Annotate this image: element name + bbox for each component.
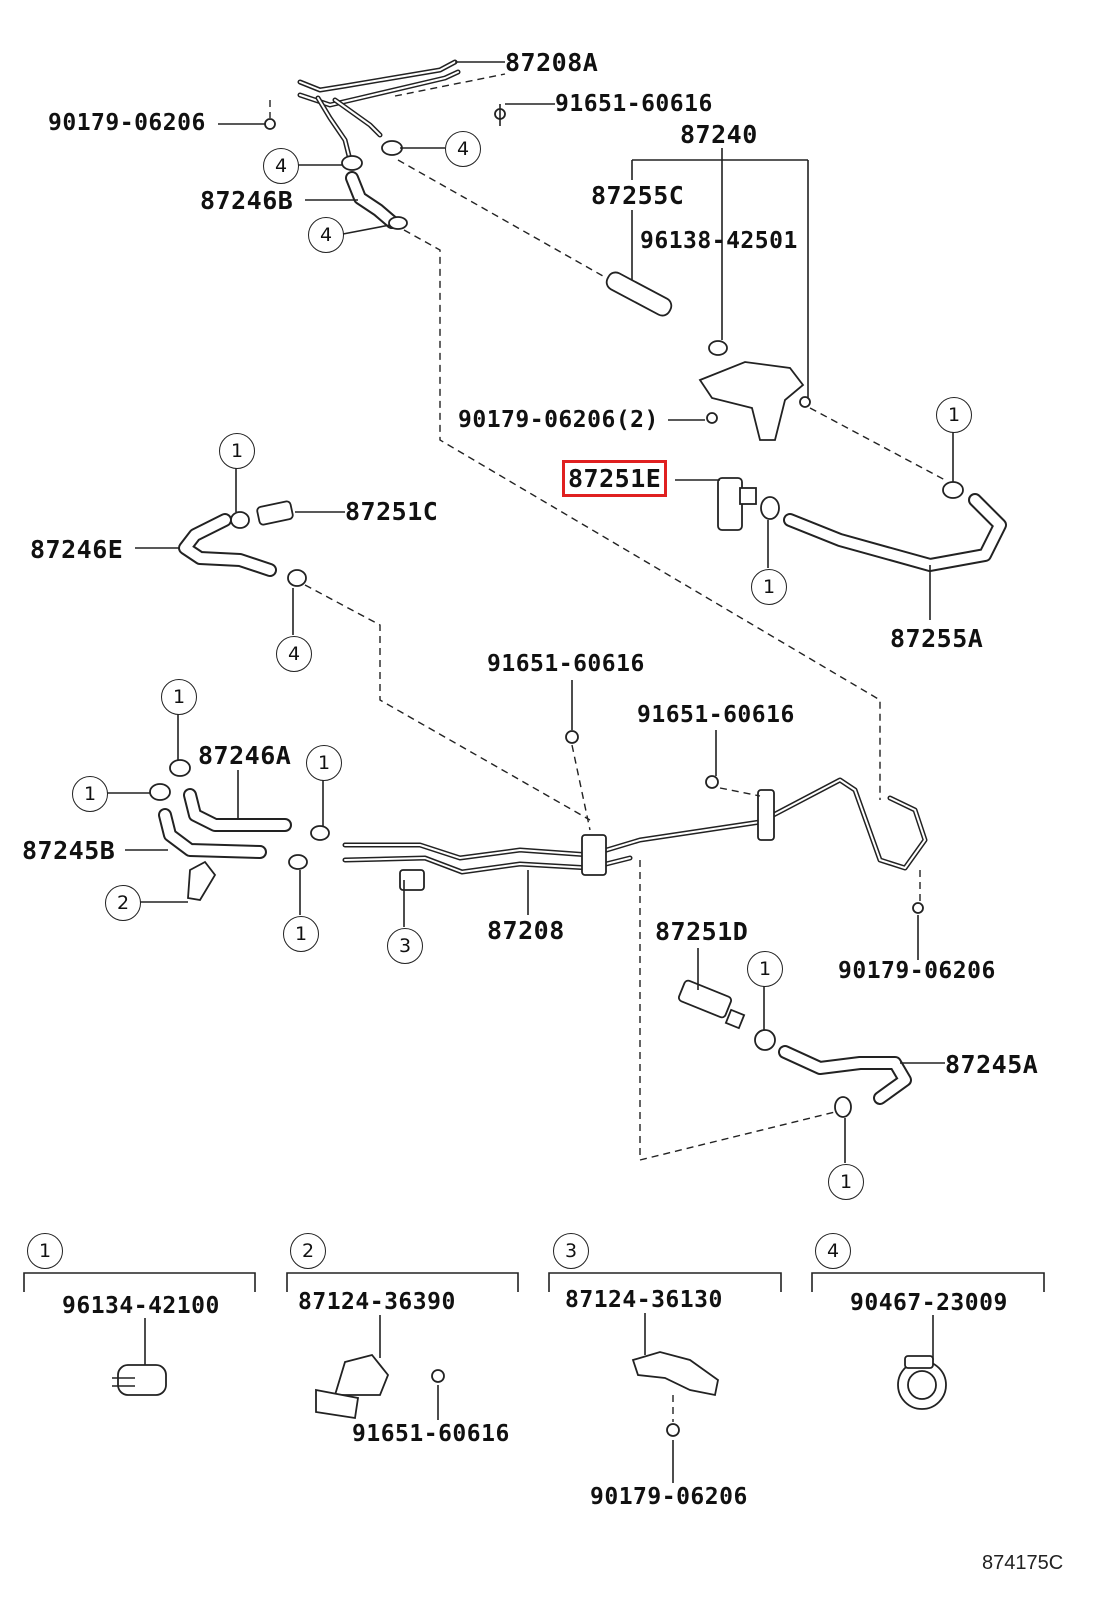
legend-number-4: 4 [815,1233,851,1269]
part-91651-60616-mid2: 91651-60616 [637,702,795,728]
callout-circle: 1 [161,679,197,715]
bracket-87240-drawing [605,148,811,441]
hose-87245A-drawing [778,1045,912,1118]
hoses-87246A-87245B-drawing [149,759,330,901]
callout-circle: 1 [747,951,783,987]
part-87240: 87240 [680,120,758,149]
callout-circle: 1 [72,776,108,812]
legend-clip-2 [315,1315,445,1420]
legend-sub-part-2: 91651-60616 [352,1421,510,1447]
part-87245B: 87245B [22,836,116,865]
callout-circle: 1 [283,916,319,952]
part-87255C: 87255C [591,181,685,210]
legend-part-4: 90467-23009 [850,1290,1008,1316]
valve-87251D-drawing [678,979,776,1051]
hose-87246B-drawing [264,104,506,230]
legend-sub-part-3: 90179-06206 [590,1484,748,1510]
part-87245A: 87245A [945,1050,1039,1079]
callout-circle: 4 [308,217,344,253]
part-87251E-highlighted[interactable]: 87251E [561,460,668,497]
part-91651-60616-mid1: 91651-60616 [487,651,645,677]
part-90179-06206-top: 90179-06206 [48,110,206,136]
part-87246B: 87246B [200,186,294,215]
valve-87251E-drawing [717,477,780,531]
legend-clamp-4 [897,1315,947,1410]
callout-circle: 1 [936,397,972,433]
legend-number-1: 1 [27,1233,63,1269]
callout-circle: 1 [219,433,255,469]
legend-number-2: 2 [290,1233,326,1269]
callout-circle: 4 [276,636,312,672]
hose-87246E-drawing [178,500,307,587]
legend-part-3: 87124-36130 [565,1287,723,1313]
part-90179-06206-2: 90179-06206(2) [458,407,659,433]
pipe-87208-drawing [342,730,928,891]
callout-circle: 1 [306,745,342,781]
part-91651-60616-top: 91651-60616 [555,91,713,117]
legend-clamp-1 [112,1318,167,1396]
part-87246A: 87246A [198,741,292,770]
legend-part-1: 96134-42100 [62,1293,220,1319]
callout-circle: 3 [387,928,423,964]
part-87251D: 87251D [655,917,749,946]
callout-circle: 2 [105,885,141,921]
reference-code: 874175C [982,1552,1064,1574]
part-87246E: 87246E [30,535,124,564]
part-96138-42501: 96138-42501 [640,228,798,254]
callout-circle: 4 [263,148,299,184]
part-87255A: 87255A [890,624,984,653]
part-87208A: 87208A [505,48,599,77]
part-90179-06206-right: 90179-06206 [838,958,996,984]
legend-number-3: 3 [553,1233,589,1269]
callout-circle: 1 [751,569,787,605]
legend-clip-3 [631,1313,719,1483]
callout-circle: 4 [445,131,481,167]
callout-circle: 1 [828,1164,864,1200]
part-87208: 87208 [487,916,565,945]
legend-part-2: 87124-36390 [298,1289,456,1315]
pipe-87208A-drawing [297,59,505,163]
part-87251C: 87251C [345,497,439,526]
legend-frames [23,1272,1045,1292]
